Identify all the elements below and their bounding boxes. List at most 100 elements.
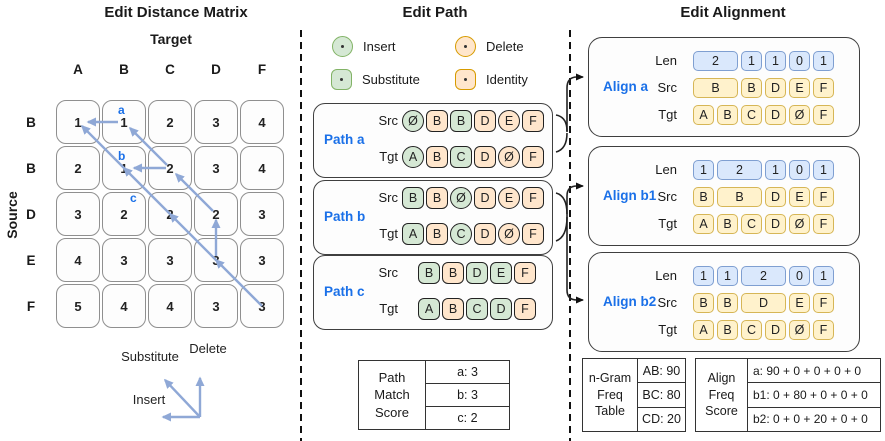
align-b2-label: Align b2 bbox=[603, 294, 657, 309]
col-header: C bbox=[165, 62, 175, 77]
src-cell: F bbox=[813, 293, 834, 313]
align-b1-src-row: B B D E F bbox=[693, 187, 834, 207]
tgt-cell: A bbox=[693, 214, 714, 234]
src-row-label: Src bbox=[378, 113, 399, 128]
brace-path-b bbox=[555, 192, 568, 215]
legend-label: Delete bbox=[486, 39, 524, 54]
src-cell: F bbox=[813, 187, 834, 207]
path-cell: C bbox=[450, 223, 472, 245]
tgt-row-label: Tgt bbox=[658, 216, 677, 231]
path-cell: Ø bbox=[498, 223, 520, 245]
tgt-cell: B bbox=[717, 105, 738, 125]
path-cell: B bbox=[418, 262, 440, 284]
align-b2-tgt-row: A B C D Ø F bbox=[693, 320, 834, 340]
row-header: D bbox=[26, 206, 36, 222]
legend-item-delete: Delete bbox=[455, 36, 524, 57]
path-cell: F bbox=[522, 223, 544, 245]
tgt-cell: B bbox=[717, 320, 738, 340]
insert-op-icon bbox=[332, 36, 353, 57]
len-cell: 1 bbox=[813, 51, 834, 71]
len-row-label: Len bbox=[655, 268, 677, 283]
src-cell: B bbox=[693, 78, 738, 98]
insert-arrow-label: Insert bbox=[132, 392, 166, 407]
path-cell: A bbox=[418, 298, 440, 320]
path-a-tgt-row: A B C D Ø F bbox=[402, 146, 544, 168]
src-row-label: Src bbox=[378, 265, 399, 280]
align-a-box: Align a Len 2 1 1 0 1 Src B B D E F Tgt … bbox=[588, 37, 860, 137]
table-row: AB: 90 bbox=[642, 363, 681, 378]
legend-item-substitute: Substitute bbox=[331, 69, 420, 90]
path-cell: F bbox=[514, 298, 536, 320]
len-cell: 0 bbox=[789, 266, 810, 286]
len-cell: 1 bbox=[813, 160, 834, 180]
table-rows: a: 3 b: 3 c: 2 bbox=[426, 361, 509, 429]
matrix-cell: 2 bbox=[102, 192, 146, 236]
src-cell: B bbox=[693, 293, 714, 313]
align-freq-score-table: Align Freq Score a: 90 + 0 + 0 + 0 + 0 b… bbox=[695, 358, 881, 432]
legend-label: Identity bbox=[486, 72, 528, 87]
table-row: b: 3 bbox=[426, 383, 509, 406]
table-row: b1: 0 + 80 + 0 + 0 + 0 bbox=[748, 382, 880, 406]
len-row-label: Len bbox=[655, 53, 677, 68]
tgt-cell: C bbox=[741, 214, 762, 234]
src-row-label: Src bbox=[657, 189, 678, 204]
src-cell: E bbox=[789, 293, 810, 313]
path-c-mark: c bbox=[130, 191, 137, 205]
len-row-label: Len bbox=[655, 162, 677, 177]
len-cell: 0 bbox=[789, 160, 810, 180]
tgt-row-label: Tgt bbox=[379, 226, 398, 241]
connector-to-align-b2 bbox=[566, 215, 584, 304]
path-cell: D bbox=[466, 262, 488, 284]
ngram-freq-table: n-Gram Freq Table AB: 90 BC: 80 CD: 20 bbox=[582, 358, 686, 432]
tgt-cell: C bbox=[741, 105, 762, 125]
path-cell: B bbox=[426, 146, 448, 168]
path-cell: Ø bbox=[498, 146, 520, 168]
target-label: Target bbox=[150, 31, 192, 47]
table-row: a: 90 + 0 + 0 + 0 + 0 bbox=[753, 363, 862, 378]
len-cell: 1 bbox=[693, 160, 714, 180]
tgt-cell: F bbox=[813, 214, 834, 234]
len-cell: 1 bbox=[765, 51, 786, 71]
brace-path-a bbox=[555, 114, 568, 132]
matrix-cell: 4 bbox=[240, 100, 284, 144]
path-cell: Ø bbox=[402, 110, 424, 132]
align-b2-src-row: B B D E F bbox=[693, 293, 834, 313]
align-b1-len-row: 1 2 1 0 1 bbox=[693, 160, 834, 180]
legend-label: Insert bbox=[363, 39, 396, 54]
path-cell: E bbox=[490, 262, 512, 284]
matrix-column-headers: A B C D F bbox=[56, 62, 284, 77]
matrix-cell: 3 bbox=[240, 284, 284, 328]
row-header: E bbox=[26, 252, 36, 268]
align-b2-box: Align b2 Len 1 1 2 0 1 Src B B D E F Tgt… bbox=[588, 252, 860, 352]
brace-path-a bbox=[555, 132, 568, 153]
path-cell: B bbox=[450, 110, 472, 132]
path-cell: D bbox=[474, 223, 496, 245]
path-b-label: Path b bbox=[324, 209, 366, 224]
path-cell: A bbox=[402, 223, 424, 245]
len-cell: 2 bbox=[741, 266, 786, 286]
path-match-score-table: Path Match Score a: 3 b: 3 c: 2 bbox=[358, 360, 510, 430]
tgt-cell: D bbox=[765, 105, 786, 125]
path-cell: F bbox=[522, 146, 544, 168]
matrix-cell: 2 bbox=[148, 100, 192, 144]
brace-path-b bbox=[555, 216, 568, 242]
matrix-cell: 3 bbox=[56, 192, 100, 236]
matrix-cell: 1 bbox=[56, 100, 100, 144]
table-row: c: 2 bbox=[426, 406, 509, 429]
matrix-cell: 3 bbox=[194, 100, 238, 144]
align-a-label: Align a bbox=[603, 79, 649, 94]
src-cell: D bbox=[741, 293, 786, 313]
path-b-tgt-row: A B C D Ø F bbox=[402, 223, 544, 245]
tgt-cell: F bbox=[813, 105, 834, 125]
path-c-tgt-row: A B C D F bbox=[418, 298, 536, 320]
path-cell: F bbox=[514, 262, 536, 284]
table-row: CD: 20 bbox=[638, 406, 685, 431]
len-cell: 1 bbox=[765, 160, 786, 180]
path-cell: D bbox=[490, 298, 512, 320]
path-to-align-connectors bbox=[555, 73, 584, 304]
path-cell: E bbox=[498, 187, 520, 209]
table-row: a: 3 bbox=[457, 365, 478, 379]
path-cell: D bbox=[474, 187, 496, 209]
path-b-mark: b bbox=[118, 149, 126, 163]
src-cell: E bbox=[789, 78, 810, 98]
